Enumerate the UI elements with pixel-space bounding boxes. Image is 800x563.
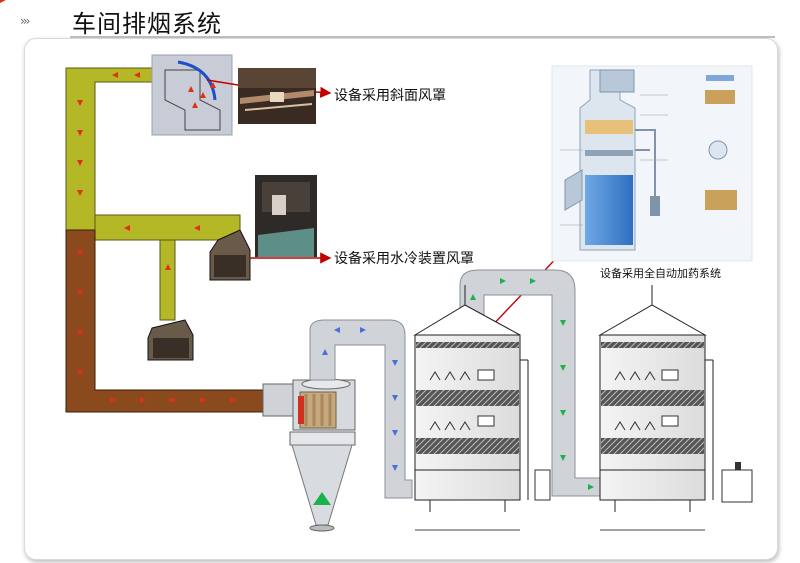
title-arrows-icon: ››› xyxy=(20,14,31,28)
water-cooled-hood-1 xyxy=(209,229,251,281)
gray-duct-to-tower1 xyxy=(309,319,413,499)
scrubber-tower-2 xyxy=(598,285,753,531)
olive-duct xyxy=(65,67,241,321)
workshop-photo-1 xyxy=(238,68,316,124)
label-water-cooled-hood: 设备采用水冷装置风罩 xyxy=(334,251,474,267)
title-bar: ››› 车间排烟系统 xyxy=(0,0,800,40)
label-auto-dosing: 设备采用全自动加药系统 xyxy=(600,267,721,280)
water-cooled-hood-2 xyxy=(147,319,194,361)
red-flow-arrows xyxy=(0,0,236,403)
title-divider xyxy=(70,36,775,38)
page-title: 车间排烟系统 xyxy=(72,10,222,38)
inclined-hood xyxy=(151,54,233,136)
label-inclined-hood: 设备采用斜面风罩 xyxy=(334,88,446,104)
green-flow-arrows xyxy=(470,278,594,490)
blue-flow-arrows xyxy=(322,327,398,471)
auto-dosing-illustration xyxy=(551,65,753,262)
cyclone-separator xyxy=(262,378,356,532)
workshop-photo-2 xyxy=(255,175,317,257)
scrubber-tower-1 xyxy=(413,285,551,531)
